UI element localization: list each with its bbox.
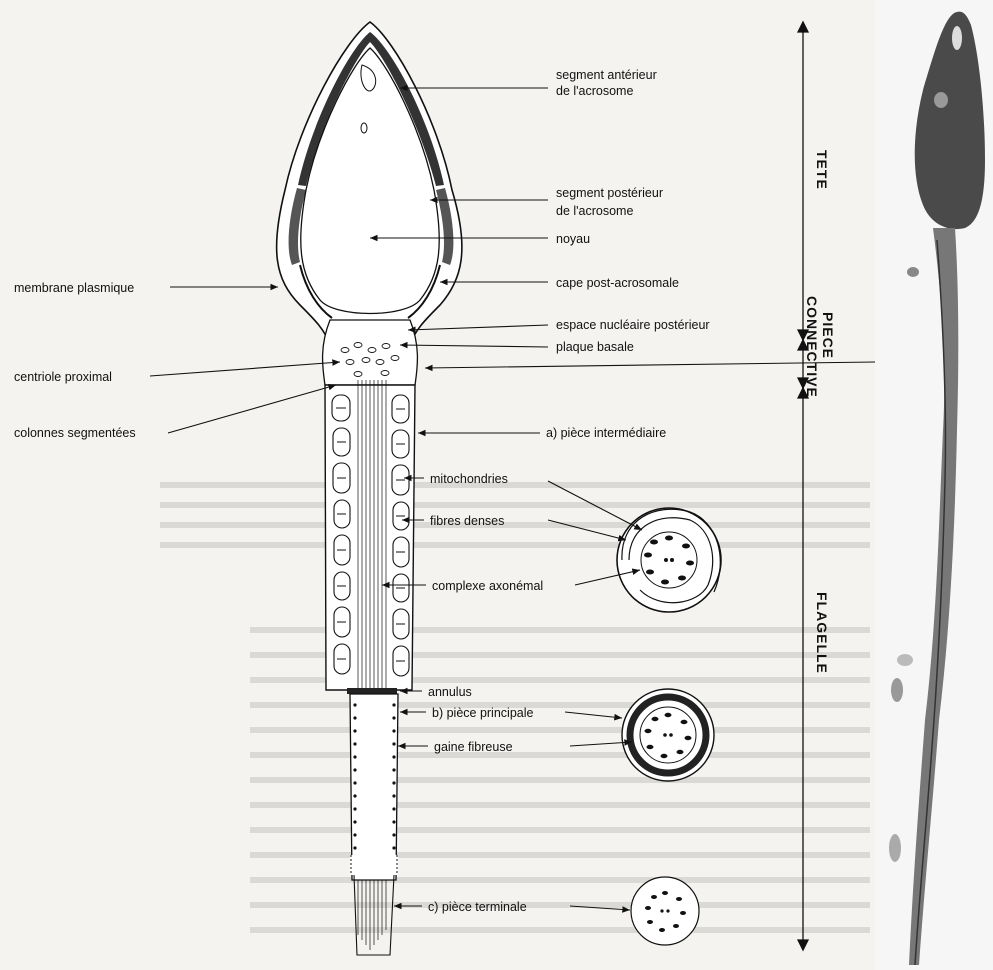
label-annulus: annulus <box>428 685 472 699</box>
section-scale-bar <box>798 22 808 950</box>
section-head: TETE <box>814 150 830 190</box>
label-terminal-piece: c) pièce terminale <box>428 900 527 914</box>
section-connecting-piece-line2: CONNECTIVE <box>804 296 820 398</box>
label-middle-piece: a) pièce intermédiaire <box>546 426 666 440</box>
section-flagellum: FLAGELLE <box>814 592 830 674</box>
annulus <box>347 688 397 694</box>
label-acrosome-posterior-line1: segment postérieur <box>556 186 663 200</box>
label-acrosome-posterior-line2: de l'acrosome <box>556 204 633 218</box>
micrograph-image <box>875 0 993 970</box>
label-segmented-columns: colonnes segmentées <box>14 426 136 440</box>
label-post-acrosomal-cap: cape post-acrosomale <box>556 276 679 290</box>
cross-section-principal <box>622 689 714 781</box>
principal-piece <box>350 694 398 880</box>
label-acrosome-anterior-line2: de l'acrosome <box>556 84 633 98</box>
label-axonemal-complex: complexe axonémal <box>432 579 543 593</box>
label-mitochondria: mitochondries <box>430 472 508 486</box>
label-nucleus: noyau <box>556 232 590 246</box>
cross-section-terminal <box>631 877 699 945</box>
label-fibrous-sheath: gaine fibreuse <box>434 740 513 754</box>
label-acrosome-anterior-line1: segment antérieur <box>556 68 657 82</box>
cross-section-middle <box>617 508 721 612</box>
label-principal-piece: b) pièce principale <box>432 706 533 720</box>
label-basal-plate: plaque basale <box>556 340 634 354</box>
label-plasma-membrane: membrane plasmique <box>14 281 134 295</box>
label-dense-fibers: fibres denses <box>430 514 504 528</box>
section-connecting-piece-line1: PIECE <box>820 312 836 359</box>
label-proximal-centriole: centriole proximal <box>14 370 112 384</box>
label-posterior-nuclear-space: espace nucléaire postérieur <box>556 318 710 332</box>
